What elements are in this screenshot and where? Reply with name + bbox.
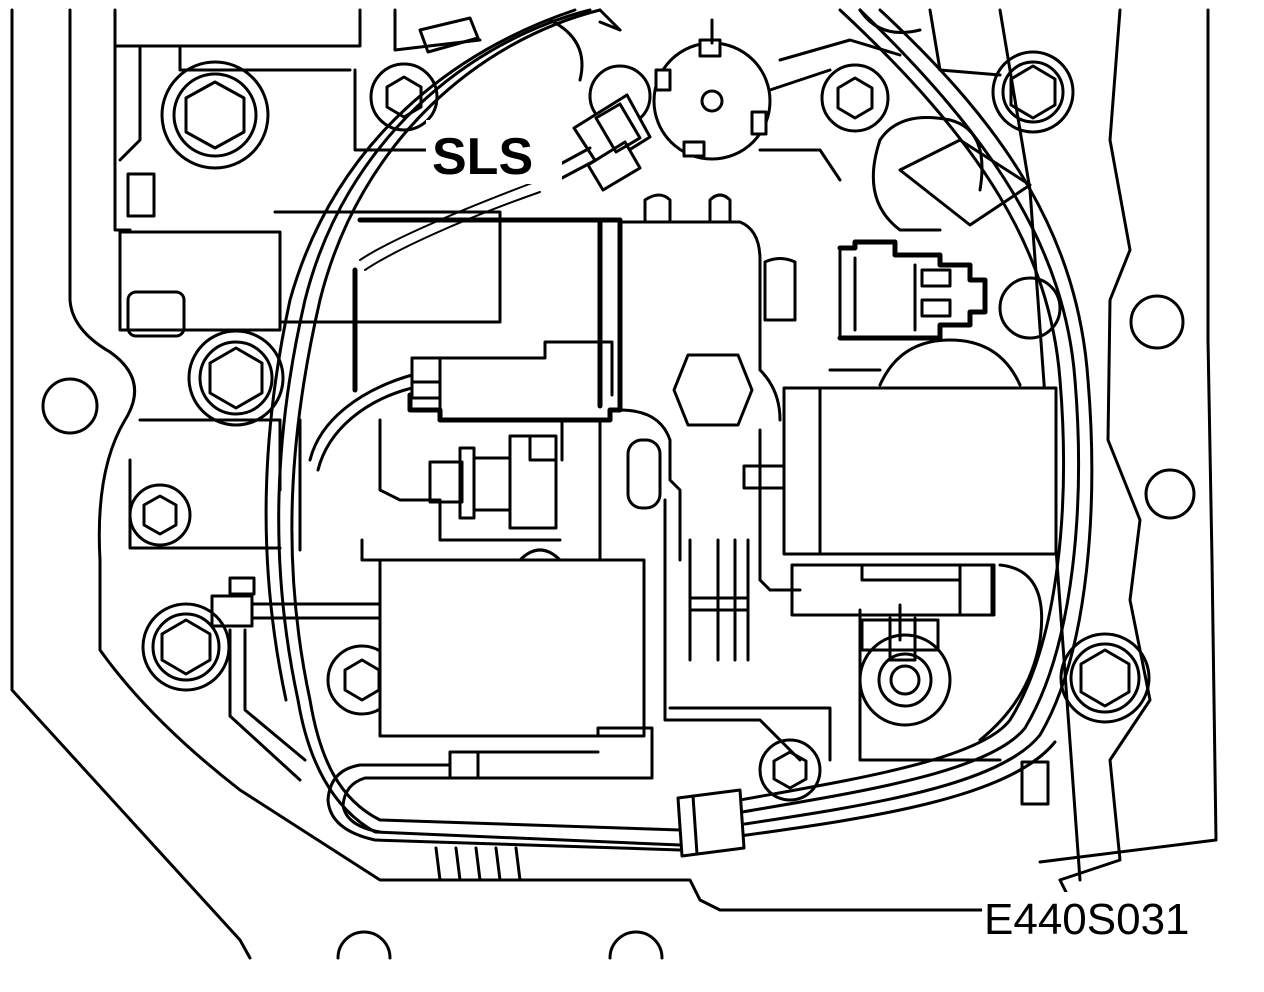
bolt — [758, 738, 822, 802]
sls-label: SLS — [432, 128, 533, 186]
bolts — [128, 50, 1151, 802]
mid-connector — [428, 434, 558, 530]
labels: SLS E440S031 — [426, 120, 1218, 946]
figure-code: E440S031 — [984, 895, 1190, 944]
case-holes — [41, 294, 1196, 960]
lower-left-stud — [210, 576, 382, 782]
bolt — [1059, 632, 1151, 724]
slot — [626, 438, 662, 510]
pressure-switch — [763, 239, 988, 372]
bolt — [820, 63, 890, 133]
small-block — [1020, 760, 1050, 806]
figure-code-backdrop — [982, 892, 1218, 946]
bolt — [369, 62, 439, 132]
bolt — [187, 329, 285, 427]
small-block — [126, 172, 156, 218]
right-lower-detail — [858, 608, 1050, 806]
case-hole — [336, 930, 392, 960]
right-solenoid — [742, 338, 1058, 742]
hex-nut — [672, 353, 754, 427]
sls-label-backdrop — [426, 120, 562, 184]
harness-connector — [676, 788, 746, 858]
case-hole — [1129, 294, 1185, 350]
bolt — [160, 60, 270, 170]
case-hole — [1144, 468, 1196, 520]
bolt — [141, 602, 231, 692]
left-mid-blocks — [118, 210, 562, 562]
case-hole — [41, 377, 99, 435]
upper-left-solenoid — [352, 217, 623, 423]
bolt — [991, 50, 1075, 134]
sls-solenoid-connector — [553, 93, 652, 192]
lower-solenoid — [378, 558, 654, 780]
case-hole — [608, 930, 664, 960]
bolt — [128, 483, 192, 547]
bolt — [998, 276, 1062, 340]
